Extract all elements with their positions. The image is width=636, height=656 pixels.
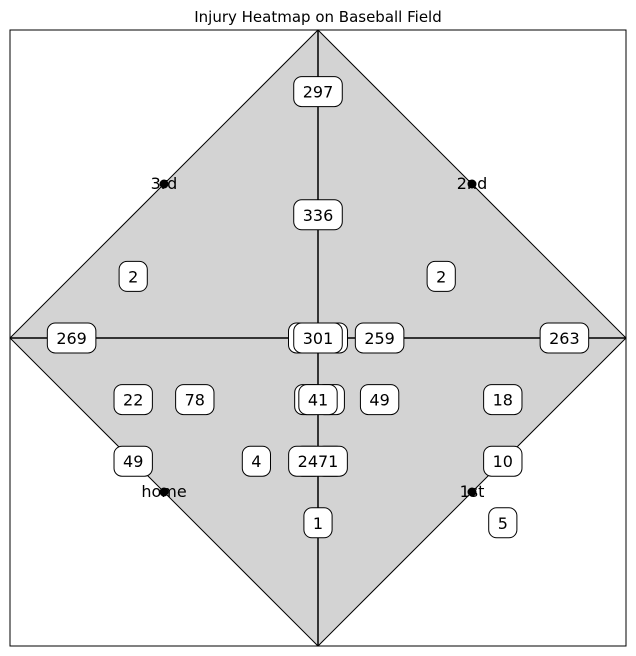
injury-count-box xyxy=(293,199,343,231)
injury-count-box xyxy=(303,507,333,539)
injury-point: 18 xyxy=(483,384,523,416)
injury-count-box xyxy=(293,322,343,354)
injury-count-label: 49 xyxy=(369,391,389,410)
injury-count-label: 263 xyxy=(549,329,580,348)
base-marker-2nd xyxy=(467,179,477,189)
injury-count-label: 78 xyxy=(185,391,205,410)
injury-count-label: 22 xyxy=(123,391,143,410)
injury-count-label: 10 xyxy=(493,452,513,471)
injury-count-box xyxy=(483,384,523,416)
injury-point: 4 xyxy=(241,445,271,477)
injury-count-label: 49 xyxy=(123,452,143,471)
injury-count-label: 2 xyxy=(436,267,446,286)
bases-layer: home 1st 2nd 3rd xyxy=(141,174,487,501)
injury-count-label: 2471 xyxy=(298,452,339,471)
injury-point: 49 xyxy=(359,384,400,416)
injury-count-label: 5 xyxy=(498,514,508,533)
injury-count-label: 259 xyxy=(364,329,395,348)
injury-point: 41 xyxy=(298,384,338,416)
injury-point: 297 xyxy=(293,76,343,108)
injury-count-label: 2 xyxy=(128,267,138,286)
injury-count-box xyxy=(118,260,148,292)
injury-point: 259 xyxy=(354,322,405,354)
injury-count-label: 1 xyxy=(313,514,323,533)
injury-count-box xyxy=(483,445,523,477)
chart-title: Injury Heatmap on Baseball Field xyxy=(194,8,442,26)
injury-count-box xyxy=(113,384,153,416)
injury-count-box xyxy=(539,322,590,354)
injury-point: 5 xyxy=(488,507,518,539)
base-marker-home xyxy=(159,487,169,497)
injury-count-box xyxy=(46,322,97,354)
base-marker-1st xyxy=(467,487,477,497)
injury-count-label: 18 xyxy=(493,391,513,410)
injury-point: 1 xyxy=(303,507,333,539)
injury-point: 2 xyxy=(426,260,456,292)
injury-count-label: 301 xyxy=(303,329,334,348)
injury-count-label: 269 xyxy=(56,329,87,348)
base-label-home: home xyxy=(141,482,186,501)
injury-point: 301 xyxy=(293,322,343,354)
base-label-2nd: 2nd xyxy=(457,174,487,193)
injury-count-box xyxy=(298,384,338,416)
injury-point: 336 xyxy=(293,199,343,231)
injury-point: 2471 xyxy=(288,445,348,477)
injury-count-box xyxy=(354,322,405,354)
injury-point: 78 xyxy=(175,384,215,416)
injury-count-box xyxy=(241,445,271,477)
injury-count-label: 41 xyxy=(308,391,328,410)
injury-point: 269 xyxy=(46,322,97,354)
injury-count-box xyxy=(359,384,400,416)
injury-count-box xyxy=(293,76,343,108)
injury-count-box xyxy=(175,384,215,416)
base-label-3rd: 3rd xyxy=(151,174,178,193)
injury-point: 22 xyxy=(113,384,153,416)
injury-count-label: 297 xyxy=(303,83,334,102)
injury-point: 10 xyxy=(483,445,523,477)
injury-count-box xyxy=(113,445,153,477)
injury-point: 49 xyxy=(113,445,153,477)
injury-point: 263 xyxy=(539,322,590,354)
injury-points-layer: 2973362226911301259263227811414918494112… xyxy=(46,76,590,539)
injury-count-box xyxy=(426,260,456,292)
injury-count-box xyxy=(488,507,518,539)
injury-count-label: 336 xyxy=(303,206,334,225)
base-label-1st: 1st xyxy=(460,482,485,501)
injury-count-box xyxy=(288,445,348,477)
injury-count-label: 4 xyxy=(251,452,261,471)
base-marker-3rd xyxy=(159,179,169,189)
injury-point: 2 xyxy=(118,260,148,292)
